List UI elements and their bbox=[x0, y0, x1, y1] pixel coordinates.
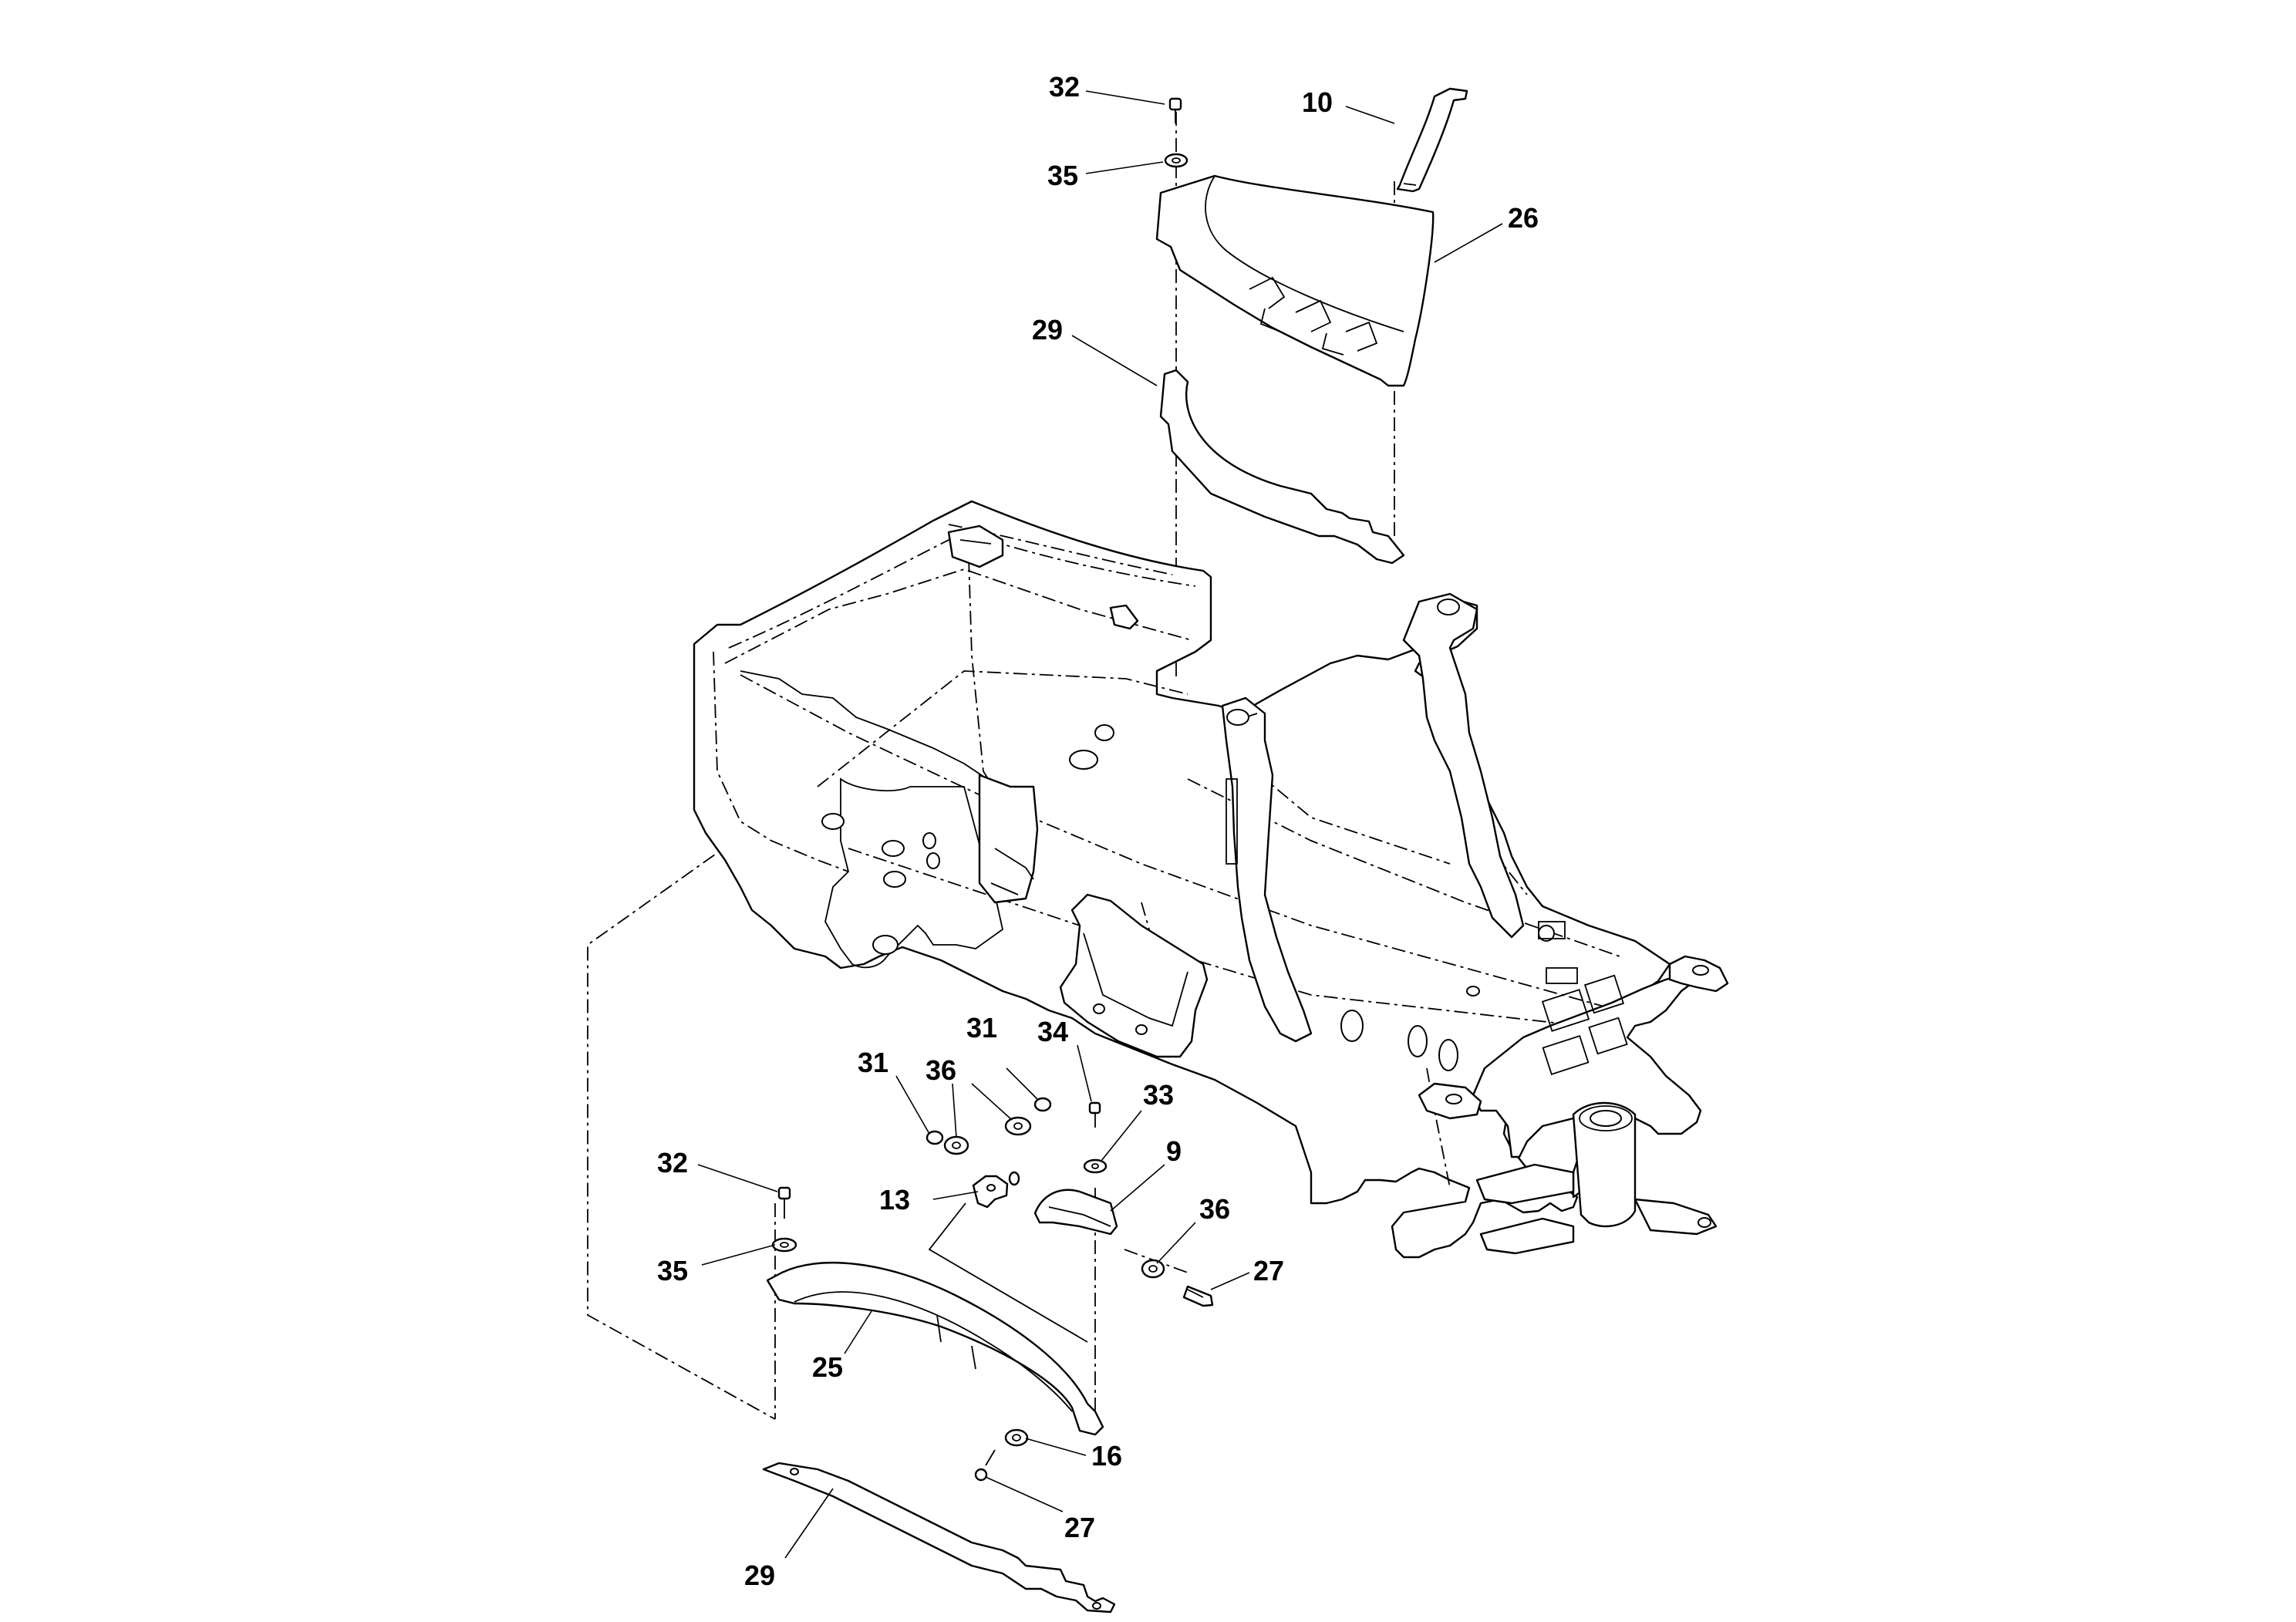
callout-labels: 32 10 35 26 29 31 31 36 34 33 9 13 36 27… bbox=[657, 71, 1539, 1591]
callout-10: 10 bbox=[1302, 86, 1333, 118]
fastener-32-top bbox=[1168, 97, 1182, 123]
part-10-strap bbox=[1396, 87, 1468, 193]
part-26-upper-shroud bbox=[1155, 174, 1435, 387]
washer-36-left bbox=[943, 1135, 969, 1155]
callout-27-right: 27 bbox=[1253, 1255, 1284, 1286]
callout-16: 16 bbox=[1091, 1440, 1122, 1472]
callout-33: 33 bbox=[1143, 1079, 1174, 1111]
bolt-34 bbox=[1088, 1101, 1101, 1128]
nut-31-left bbox=[925, 1130, 944, 1145]
washer-35-bottom bbox=[771, 1237, 797, 1253]
washer-16 bbox=[1004, 1428, 1029, 1447]
callout-31-left: 31 bbox=[858, 1047, 888, 1078]
washer-36-upper bbox=[1004, 1116, 1032, 1136]
callout-29-top: 29 bbox=[1032, 314, 1063, 346]
part-25-fender bbox=[766, 1261, 1104, 1436]
callout-29-bottom: 29 bbox=[744, 1560, 775, 1591]
callout-9: 9 bbox=[1166, 1135, 1182, 1167]
part-29-upper-plate bbox=[1159, 369, 1405, 565]
callout-34: 34 bbox=[1037, 1016, 1068, 1047]
callout-32-top: 32 bbox=[1049, 71, 1080, 103]
callout-26: 26 bbox=[1508, 202, 1539, 234]
bolt-27-bottom bbox=[974, 1449, 996, 1482]
bracket-13 bbox=[972, 1171, 1020, 1209]
washer-35-top bbox=[1164, 153, 1188, 168]
callout-31-right: 31 bbox=[966, 1012, 997, 1044]
callout-13: 13 bbox=[879, 1184, 910, 1216]
callout-36-right: 36 bbox=[1199, 1193, 1230, 1225]
washer-36-right bbox=[1141, 1259, 1165, 1279]
callout-35-bottom: 35 bbox=[657, 1255, 688, 1286]
callout-27-bottom: 27 bbox=[1064, 1512, 1095, 1543]
callout-32-bottom: 32 bbox=[657, 1147, 688, 1179]
leader-lines bbox=[697, 90, 1503, 1559]
fastener-32-bottom bbox=[777, 1186, 791, 1219]
callout-35-top: 35 bbox=[1047, 160, 1078, 191]
main-frame bbox=[693, 500, 1729, 1259]
bolt-27-right bbox=[1182, 1285, 1214, 1307]
washer-33 bbox=[1083, 1158, 1108, 1174]
part-29-lower-strip bbox=[762, 1462, 1116, 1614]
bracket-9 bbox=[1033, 1189, 1118, 1236]
callout-25: 25 bbox=[812, 1351, 843, 1383]
callout-36-upper: 36 bbox=[925, 1054, 956, 1086]
nut-31-right bbox=[1033, 1097, 1052, 1112]
